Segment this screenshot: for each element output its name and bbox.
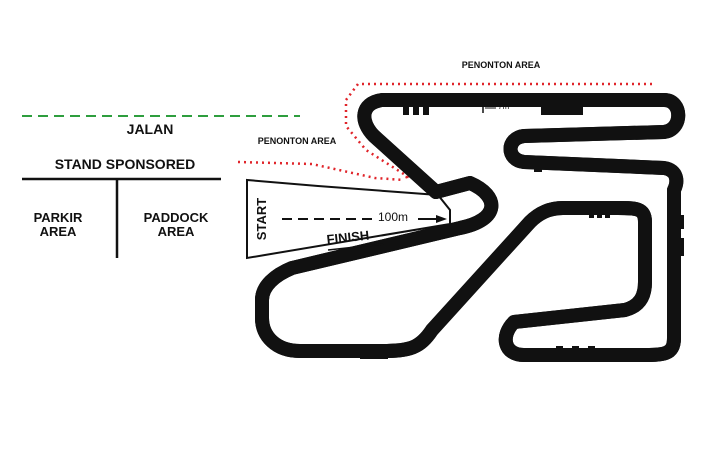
paddock-area-label: PADDOCK AREA [143,210,209,240]
parking-area-label: PARKIR AREA [33,210,83,240]
spectator-boundary-north [344,82,652,180]
track-marker [597,204,602,218]
track-marker [667,215,684,229]
track-marker [605,204,610,218]
track-marker [589,204,594,218]
track-marker [534,158,542,172]
track-marker [413,100,419,115]
spectator-area-north-label: PENONTON AREA [461,60,541,70]
track-marker [556,346,563,360]
track-width-label: 7m [498,102,510,111]
track-marker [541,100,583,115]
finish-underline [327,243,384,251]
spectator-area-west-label: PENONTON AREA [257,136,337,146]
track-marker [588,346,595,360]
straight-length-label: 100m [378,210,409,224]
start-label: START [253,197,269,241]
distance-arrowhead [436,215,447,223]
track-marker [403,100,409,115]
spectator-boundary-west [237,160,405,182]
sponsor-stand-label: STAND SPONSORED [54,156,196,172]
track-marker [360,344,388,359]
race-track [255,93,678,362]
track-marker [572,346,579,360]
track-markers [360,100,684,360]
road-label: JALAN [126,121,174,137]
track-marker [667,238,684,256]
track-marker [423,100,429,115]
